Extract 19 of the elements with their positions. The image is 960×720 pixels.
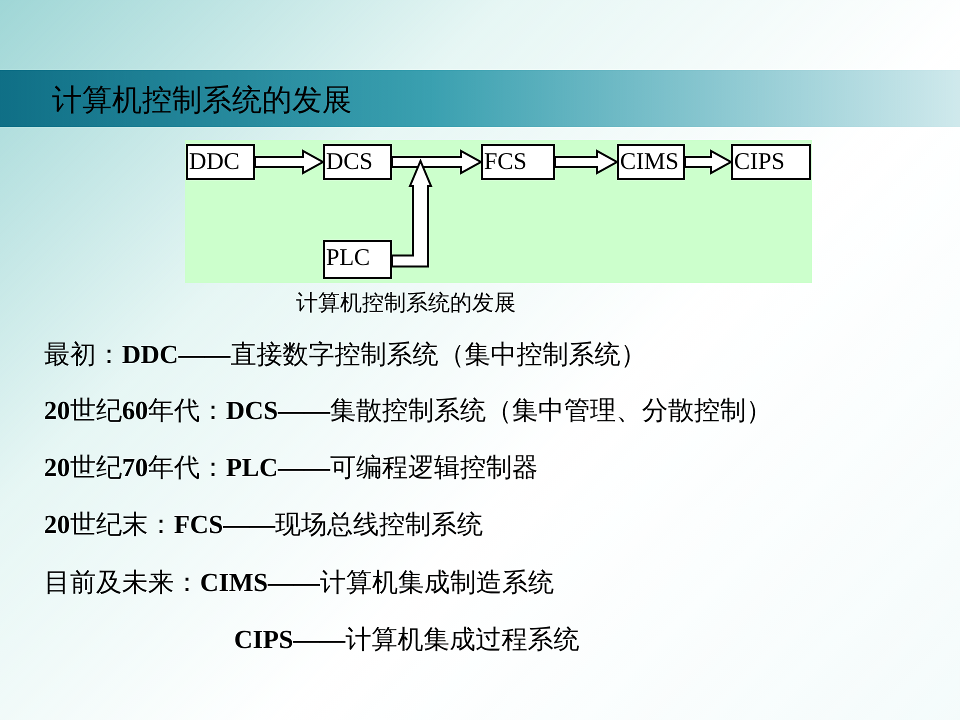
system-box: FCS [481,144,555,180]
system-box: PLC [323,240,392,279]
block-arrow [254,149,326,175]
system-box: CIPS [731,144,811,180]
figure-caption: 计算机控制系统的发展 [296,289,516,317]
system-box: DDC [186,144,255,180]
block-arrow [391,158,432,268]
text-line: CIPS——计算机集成过程系统 [234,624,580,656]
system-box: CIMS [617,144,685,180]
block-arrow [684,149,734,175]
system-box: DCS [323,144,392,180]
text-line: 20世纪末：FCS——现场总线控制系统 [44,509,484,541]
text-line: 20世纪70年代：PLC——可编程逻辑控制器 [44,452,538,484]
slide-title: 计算机控制系统的发展 [52,83,352,119]
text-line: 最初：DDC——直接数字控制系统（集中控制系统） [44,339,646,371]
text-line: 20世纪60年代：DCS——集散控制系统（集中管理、分散控制） [44,395,772,427]
block-arrow [391,149,484,175]
block-arrow [554,149,620,175]
text-line: 目前及未来：CIMS——计算机集成制造系统 [44,567,554,599]
